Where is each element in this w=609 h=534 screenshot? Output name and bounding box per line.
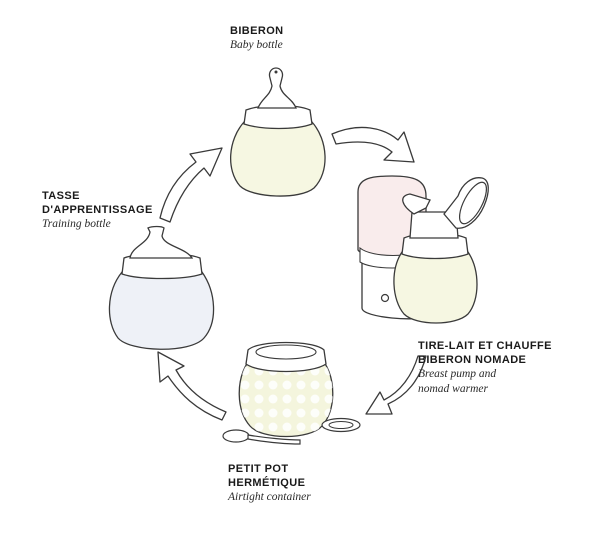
label-training-bottle-subtitle: Training bottle bbox=[42, 218, 111, 230]
pump-body bbox=[409, 211, 459, 239]
baby-bottle-teat bbox=[257, 67, 297, 109]
breast-pump-illustration bbox=[357, 175, 489, 324]
label-breast-pump: TIRE-LAIT ET CHAUFFE BIBERON NOMADE Brea… bbox=[418, 339, 552, 397]
training-bottle-spout bbox=[129, 225, 194, 259]
arrow-training-to-bottle bbox=[159, 147, 223, 223]
pump-bottle-body bbox=[393, 251, 478, 324]
arrow-container-to-training bbox=[157, 351, 227, 421]
container-dot-pattern bbox=[239, 362, 333, 437]
label-breast-pump-subtitle-1: Breast pump and bbox=[418, 368, 497, 380]
spare-lid bbox=[321, 417, 361, 433]
baby-bottle-teat-tip bbox=[274, 70, 278, 74]
spare-lid-inner bbox=[328, 421, 354, 429]
label-baby-bottle: BIBERON Baby bottle bbox=[230, 24, 284, 53]
label-training-bottle-title-2: D'APPRENTISSAGE bbox=[42, 204, 153, 216]
spoon-handle bbox=[247, 434, 301, 445]
arrow-pump-to-container bbox=[365, 355, 427, 415]
training-bottle-illustration bbox=[108, 225, 215, 350]
training-bottle-body bbox=[108, 271, 215, 350]
label-training-bottle: TASSE D'APPRENTISSAGE Training bottle bbox=[42, 189, 153, 232]
label-airtight-container-subtitle: Airtight container bbox=[228, 491, 311, 503]
baby-bottle-body bbox=[229, 121, 326, 197]
baby-bottle-illustration bbox=[229, 67, 326, 197]
label-airtight-container-title-1: PETIT POT bbox=[228, 463, 289, 475]
label-training-bottle-title-1: TASSE bbox=[42, 190, 80, 202]
pump-handle bbox=[402, 193, 431, 215]
airtight-container-illustration bbox=[222, 341, 361, 445]
label-baby-bottle-title: BIBERON bbox=[230, 25, 284, 37]
label-breast-pump-subtitle-2: nomad warmer bbox=[418, 383, 488, 395]
label-airtight-container: PETIT POT HERMÉTIQUE Airtight container bbox=[228, 462, 311, 505]
label-airtight-container-title-2: HERMÉTIQUE bbox=[228, 477, 306, 489]
label-baby-bottle-subtitle: Baby bottle bbox=[230, 39, 283, 51]
label-breast-pump-title-2: BIBERON NOMADE bbox=[418, 354, 527, 366]
container-lid-top bbox=[255, 344, 317, 360]
spoon-bowl bbox=[222, 429, 250, 443]
label-breast-pump-title-1: TIRE-LAIT ET CHAUFFE bbox=[418, 340, 552, 352]
warmer-power-button bbox=[380, 293, 390, 303]
pump-flange-rim bbox=[458, 181, 488, 225]
cycle-arrows bbox=[157, 126, 427, 421]
baby-bottle-collar bbox=[243, 104, 313, 130]
arrow-bottle-to-pump bbox=[331, 126, 415, 163]
